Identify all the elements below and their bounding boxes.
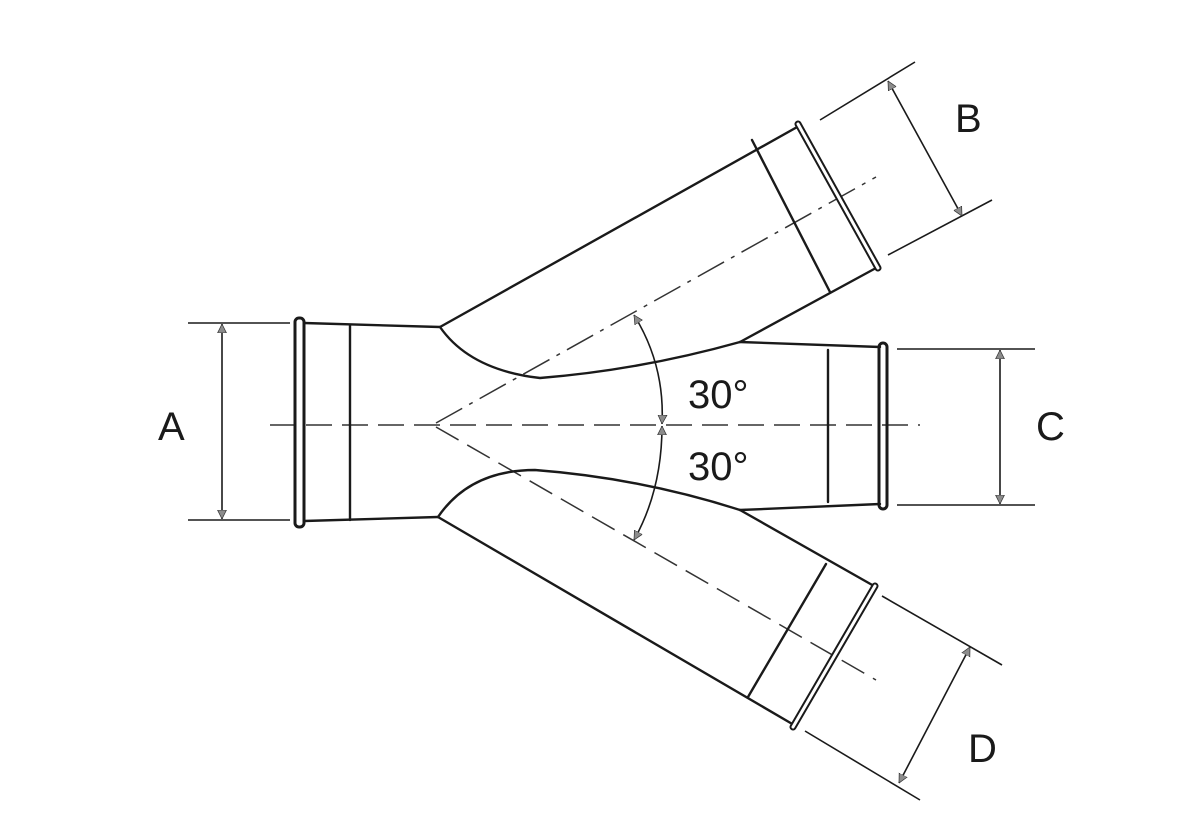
- branch-c-section: [738, 340, 889, 512]
- upper-angle-arc: [633, 315, 662, 424]
- branch-c-collar: [877, 341, 889, 511]
- label-angle-upper: 30°: [688, 373, 749, 417]
- branch-b-crotch-curve: [438, 325, 742, 380]
- dimension-d-arrow: [898, 647, 971, 783]
- body-top-edge: [302, 321, 442, 329]
- centerlines: [270, 176, 920, 681]
- branch-d-outer-edge: [436, 515, 796, 727]
- dimension-b: [819, 61, 993, 256]
- branch-c-top-edge: [738, 340, 882, 349]
- label-d: D: [968, 727, 997, 771]
- angle-dimension: [633, 315, 662, 540]
- label-a: A: [158, 405, 185, 449]
- label-c: C: [1036, 405, 1065, 449]
- label-b: B: [955, 97, 982, 141]
- branch-c-bottom-edge: [738, 502, 882, 512]
- dimension-c: [897, 348, 1035, 506]
- branch-b-inner-edge: [738, 266, 878, 344]
- label-angle-lower: 30°: [688, 445, 749, 489]
- lower-branch-centerline: [435, 426, 877, 681]
- body-bottom-edge: [302, 515, 440, 523]
- branch-d-band: [746, 562, 828, 699]
- branch-d-crotch-curve: [436, 468, 742, 519]
- branch-d-section: [436, 468, 879, 731]
- branch-b-outer-edge: [438, 124, 801, 329]
- branch-b-section: [438, 120, 882, 380]
- dimension-b-arrow: [887, 81, 963, 216]
- inlet-a-section: [293, 316, 442, 529]
- branch-d-inner-edge: [738, 508, 876, 588]
- lower-angle-arc: [633, 426, 662, 540]
- branch-b-band: [750, 138, 832, 294]
- inlet-a-collar: [293, 316, 306, 529]
- dimension-a: [188, 322, 290, 521]
- dimension-d: [804, 595, 1003, 801]
- upper-branch-centerline: [435, 176, 877, 424]
